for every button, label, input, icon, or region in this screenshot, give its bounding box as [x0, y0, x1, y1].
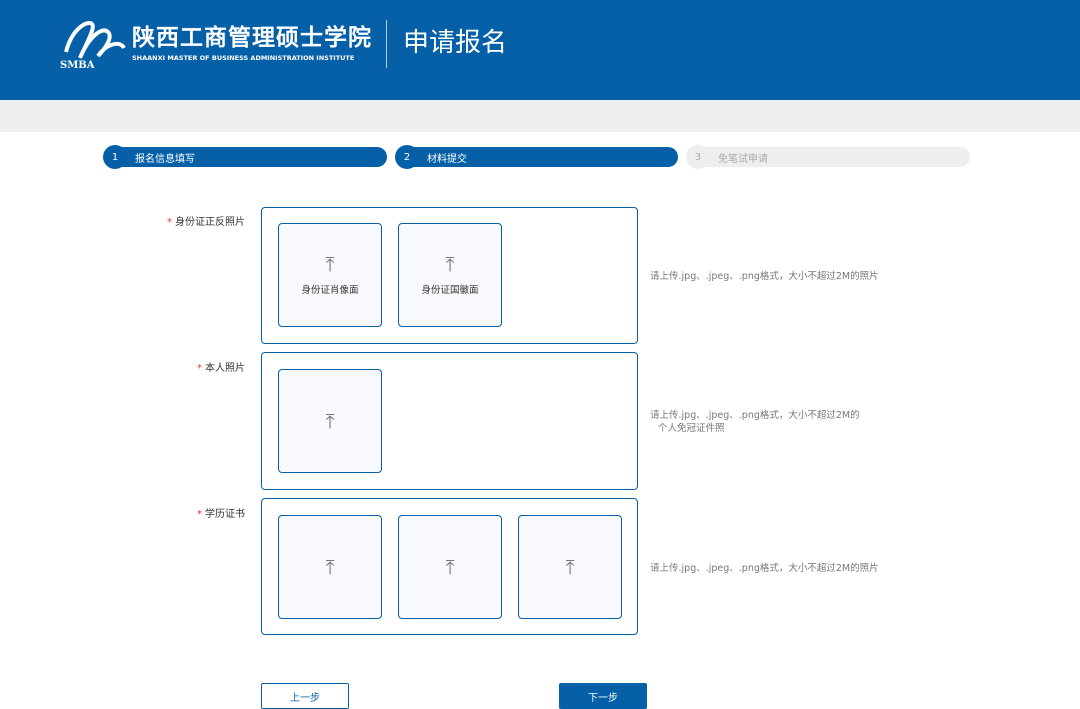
svg-text:SMBA: SMBA: [60, 60, 95, 70]
smba-logo: SMBA: [60, 21, 126, 70]
diploma-upload-group: [261, 498, 638, 635]
next-button[interactable]: 下一步: [559, 683, 647, 709]
prev-button[interactable]: 上一步: [261, 683, 349, 709]
upload-diploma-1[interactable]: ⤒: [278, 515, 382, 619]
upload-icon: ⤒: [325, 555, 335, 579]
upload-id-front[interactable]: ⤒身份证肖像面: [278, 223, 382, 327]
upload-icon: ⤒: [565, 555, 575, 579]
id-card-hint: 请上传.jpg、.jpeg、.png格式，大小不超过2M的照片: [650, 271, 879, 282]
step-number: 2: [395, 145, 419, 169]
step-2: 2 材料提交: [395, 145, 678, 169]
upload-diploma-2[interactable]: ⤒: [398, 515, 502, 619]
step-label: 报名信息填写: [135, 153, 195, 165]
header-divider: [386, 20, 387, 68]
diploma-hint: 请上传.jpg、.jpeg、.png格式，大小不超过2M的照片: [650, 563, 879, 574]
diploma-label: *学历证书: [197, 509, 245, 520]
school-name-cn: 陕西工商管理硕士学院: [132, 25, 372, 51]
step-number: 3: [686, 145, 710, 169]
upload-id-back[interactable]: ⤒身份证国徽面: [398, 223, 502, 327]
id-card-label: *身份证正反照片: [167, 217, 245, 228]
upload-icon: ⤒: [325, 252, 335, 276]
upload-icon: ⤒: [445, 252, 455, 276]
upload-icon: ⤒: [445, 555, 455, 579]
id-card-upload-group: [261, 207, 638, 344]
header: SMBA 陕西工商管理硕士学院 SHAANXI MASTER OF BUSINE…: [0, 0, 1080, 100]
step-3: 3 免笔试申请: [686, 145, 970, 169]
upload-icon: ⤒: [325, 409, 335, 433]
step-number: 1: [103, 145, 127, 169]
page-title: 申请报名: [403, 28, 508, 58]
upload-photo[interactable]: ⤒: [278, 369, 382, 473]
step-label: 材料提交: [427, 153, 467, 165]
photo-hint: 请上传.jpg、.jpeg、.png格式，大小不超过2M的个人免冠证件照: [650, 410, 860, 434]
step-label: 免笔试申请: [718, 153, 768, 165]
school-name-en: SHAANXI MASTER OF BUSINESS ADMINISTRATIO…: [132, 54, 355, 62]
photo-label: *本人照片: [197, 363, 245, 374]
gray-band: [0, 100, 1080, 132]
upload-diploma-3[interactable]: ⤒: [518, 515, 622, 619]
step-1: 1 报名信息填写: [103, 145, 387, 169]
photo-upload-group: [261, 352, 638, 490]
